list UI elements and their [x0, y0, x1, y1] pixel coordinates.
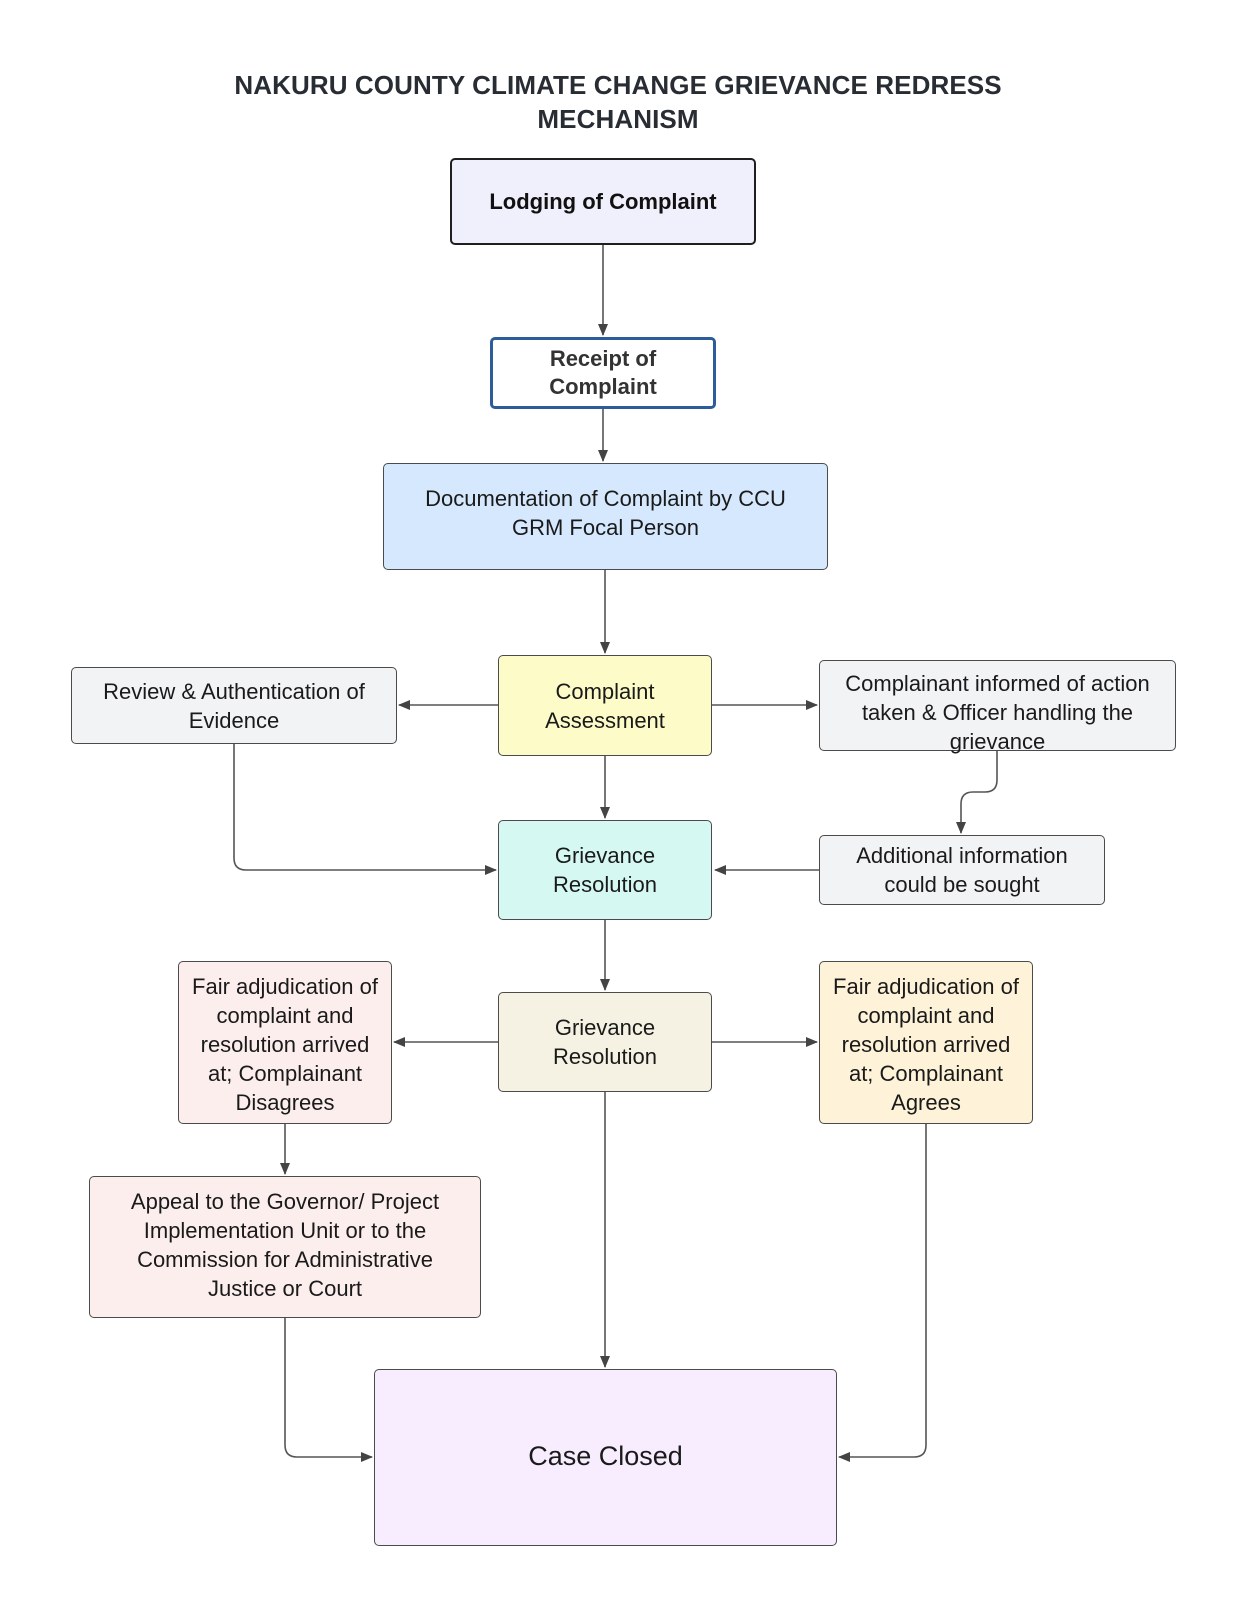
node-receipt-label: Receipt of Complaint [549, 346, 657, 399]
edge-review-to-resolution-1 [233, 744, 497, 875]
node-case-closed: Case Closed [374, 1369, 837, 1546]
edge-informed-to-additional-info [956, 751, 998, 834]
node-additional-info-label: Additional information could be sought [856, 843, 1068, 897]
node-closed-label: Case Closed [528, 1441, 683, 1471]
node-complainant-disagrees: Fair adjudication of complaint and resol… [178, 961, 392, 1124]
node-documentation-label: Documentation of Complaint by CCU GRM Fo… [425, 486, 786, 540]
node-additional-information: Additional information could be sought [819, 835, 1105, 905]
node-complainant-agrees: Fair adjudication of complaint and resol… [819, 961, 1033, 1124]
edge-agrees-to-closed [838, 1124, 927, 1462]
node-lodging-label: Lodging of Complaint [489, 189, 717, 214]
node-disagrees-label: Fair adjudication of complaint and resol… [192, 974, 378, 1115]
diagram-title: NAKURU COUNTY CLIMATE CHANGE GRIEVANCE R… [0, 68, 1236, 136]
node-review-authentication: Review & Authentication of Evidence [71, 667, 397, 744]
node-resolution-1-label: Grievance Resolution [553, 843, 657, 897]
node-appeal: Appeal to the Governor/ Project Implemen… [89, 1176, 481, 1318]
node-complaint-assessment: Complaint Assessment [498, 655, 712, 756]
node-agrees-label: Fair adjudication of complaint and resol… [833, 974, 1019, 1115]
diagram-title-line1: NAKURU COUNTY CLIMATE CHANGE GRIEVANCE R… [234, 70, 1002, 100]
edge-appeal-to-closed [284, 1318, 373, 1462]
node-lodging-of-complaint: Lodging of Complaint [450, 158, 756, 245]
node-grievance-resolution-1: Grievance Resolution [498, 820, 712, 920]
node-receipt-of-complaint: Receipt of Complaint [490, 337, 716, 409]
node-complainant-informed: Complainant informed of action taken & O… [819, 660, 1176, 754]
node-grievance-resolution-2: Grievance Resolution [498, 992, 712, 1092]
node-resolution-2-label: Grievance Resolution [553, 1015, 657, 1069]
node-assessment-label: Complaint Assessment [545, 678, 665, 733]
node-informed-label: Complainant informed of action taken & O… [845, 671, 1150, 754]
diagram-title-line2: MECHANISM [537, 104, 699, 134]
node-appeal-label: Appeal to the Governor/ Project Implemen… [130, 1189, 440, 1301]
node-documentation: Documentation of Complaint by CCU GRM Fo… [383, 463, 828, 570]
node-review-label: Review & Authentication of Evidence [103, 678, 365, 733]
